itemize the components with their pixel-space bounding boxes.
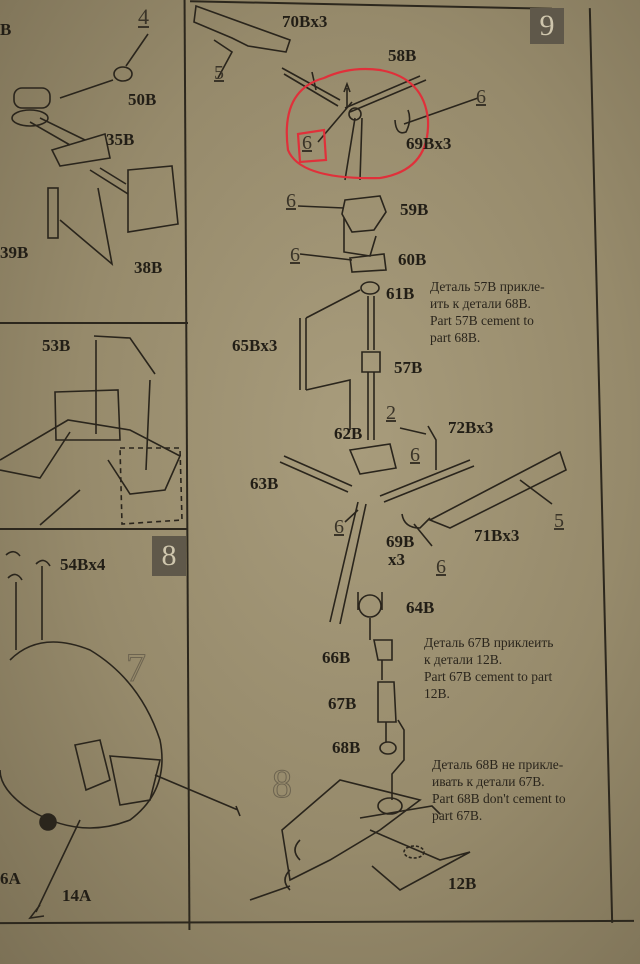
label-63b: 63B [250,474,279,493]
color-ref-5-bottom: 5 [554,510,564,532]
color-ref-5-top: 5 [214,62,224,84]
color-ref-6-62b: 6 [410,444,420,466]
label-69bx3-top: 69Bx3 [406,134,452,153]
label-61b: 61B [386,284,415,303]
divider-step7-step8 [0,528,188,530]
label-35b: 35B [106,130,135,149]
label-69b-x3: x3 [388,550,405,569]
color-ref-6-left: 6 [334,516,344,538]
label-6a: 6A [0,869,21,888]
label-71bx3: 71Bx3 [474,526,520,545]
color-ref-2: 2 [386,402,396,424]
label-54bx4: 54Bx4 [60,555,106,574]
step-number-4: 4 [138,4,149,29]
label-14a: 14A [62,886,92,905]
step-number-8: 8 [152,536,186,576]
label-70bx3: 70Bx3 [282,12,328,31]
red-annotation-circle [285,67,430,180]
label-38b: 38B [134,258,163,277]
color-ref-6-59b: 6 [286,190,296,212]
divider-step4-step7 [0,322,188,324]
color-ref-6-60b: 6 [290,244,300,266]
label-58b: 58B [388,46,417,65]
label-60b: 60B [398,250,427,269]
note-68b-dont-cement: Деталь 68B не прикле- ивать к детали 67B… [432,757,566,823]
color-ref-8: 8 [272,761,293,807]
label-68b: 68B [332,738,361,757]
label-66b: 66B [322,648,351,667]
label-62b: 62B [334,424,363,443]
label-59b: 59B [400,200,429,219]
label-50b: 50B [128,90,157,109]
label-67b: 67B [328,694,357,713]
note-67b-cement: Деталь 67B приклеить к детали 12B. Part … [424,635,554,701]
color-ref-6-circled: 6 [302,132,312,154]
label-57b: 57B [394,358,423,377]
step-number-9: 9 [530,8,564,44]
note-57b-cement: Деталь 57B прикле- ить к детали 68B. Par… [430,279,545,345]
color-ref-7: 7 [126,645,147,691]
label-64b: 64B [406,598,435,617]
label-69b: 69B [386,532,415,551]
label-39b: 39B [0,243,29,262]
label-12b: 12B [448,874,477,893]
label-65bx3: 65Bx3 [232,336,278,355]
label-b-partial: B [0,20,12,39]
color-ref-6-right: 6 [476,86,486,108]
label-72bx3: 72Bx3 [448,418,494,437]
label-53b: 53B [42,336,71,355]
color-ref-6-69b: 6 [436,556,446,578]
